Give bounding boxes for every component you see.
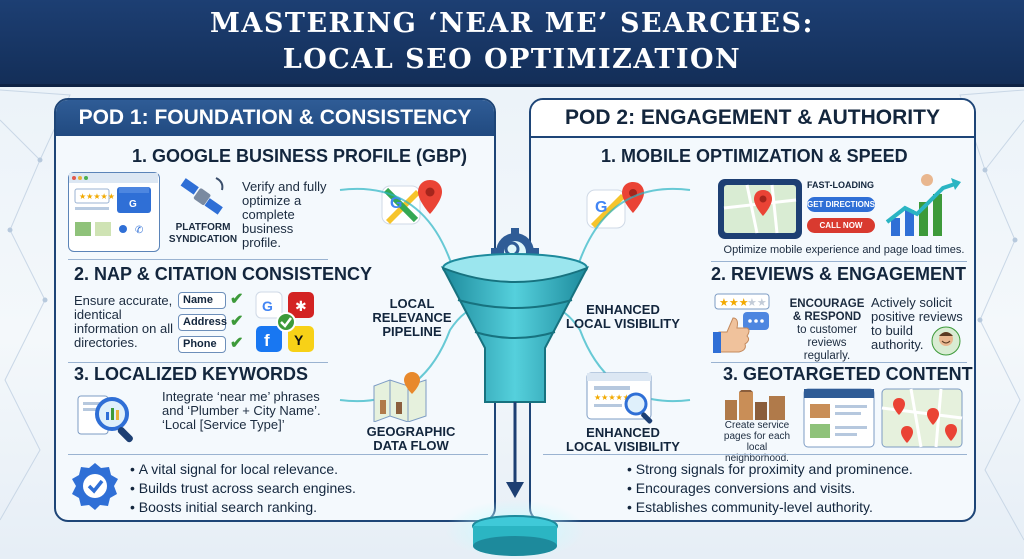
pod-1-header: POD 1: FOUNDATION & CONSISTENCY <box>56 100 494 136</box>
reviews-description: Actively solicit positive reviews to bui… <box>871 295 963 352</box>
google-maps-icon: G <box>586 182 644 229</box>
keywords-title: 3. LOCALIZED KEYWORDS <box>74 364 309 384</box>
nap-field-list: Name ✔ Address ✔ Phone ✔ <box>178 292 248 356</box>
pod-2-header: POD 2: ENGAGEMENT & AUTHORITY <box>531 100 974 138</box>
magnifier-document-icon <box>77 395 133 443</box>
get-directions-button: GET DIRECTIONS <box>807 197 875 212</box>
service-page-icon <box>803 388 875 448</box>
svg-text:✱: ✱ <box>295 298 307 314</box>
title-line-2: LOCAL SEO OPTIMIZATION <box>282 44 742 75</box>
local-relevance-pipeline-label: LOCAL RELEVANCE PIPELINE <box>372 296 452 339</box>
geotargeted-title: 3. GEOTARGETED CONTENT <box>723 364 973 384</box>
title-line-1: MASTERING ‘NEAR ME’ SEARCHES: <box>210 8 814 39</box>
svg-text:★★★: ★★★ <box>719 297 749 309</box>
svg-text:✆: ✆ <box>135 225 143 236</box>
city-buildings-icon <box>725 390 785 420</box>
divider <box>711 261 967 262</box>
browser-window-icon: ★★★★★ G ✆ <box>69 173 158 236</box>
pod-1-bullet: • A vital signal for local relevance. <box>130 461 339 477</box>
encourage-text: ENCOURAGE & RESPOND to customer reviews … <box>787 298 867 363</box>
review-stars-thumbs-icon: ★★★★★ <box>713 293 770 353</box>
address-field: Address <box>178 314 227 331</box>
check-icon: ✔ <box>230 313 244 330</box>
central-funnel-diagram <box>339 187 691 559</box>
gbp-title: 1. GOOGLE BUSINESS PROFILE (GBP) <box>132 146 468 166</box>
smiling-person-icon <box>931 326 961 356</box>
enhanced-visibility-top-label: ENHANCED LOCAL VISIBILITY <box>566 302 680 331</box>
nap-description: Ensure accurate, identical information o… <box>74 293 173 350</box>
growth-chart-icon <box>885 174 961 236</box>
svg-text:G: G <box>262 298 273 314</box>
enhanced-visibility-bottom-label: ENHANCED LOCAL VISIBILITY <box>566 425 680 454</box>
phone-field: Phone <box>178 336 226 353</box>
svg-text:Y: Y <box>294 332 304 348</box>
divider <box>543 454 967 455</box>
mobile-description: Optimize mobile experience and page load… <box>723 244 965 256</box>
fast-loading-label: FAST-LOADING <box>807 180 874 190</box>
satellite-icon <box>180 177 224 215</box>
keywords-description: Integrate ‘near me’ phrases and ‘Plumber… <box>162 389 321 432</box>
directory-logos-icon: G ✱ f Y <box>255 291 314 352</box>
encourage-rest: to customer reviews regularly. <box>796 324 858 362</box>
reviews-title: 2. REVIEWS & ENGAGEMENT <box>711 264 967 284</box>
svg-text:★★: ★★ <box>747 297 767 309</box>
svg-text:f: f <box>264 331 270 350</box>
divider <box>68 454 488 455</box>
divider <box>68 362 328 363</box>
pod-2-bullet: • Establishes community-level authority. <box>627 499 873 515</box>
encourage-label: ENCOURAGE & RESPOND <box>789 298 865 323</box>
gbp-description: Verify and fully optimize a complete bus… <box>242 179 327 250</box>
platform-syndication-label: PLATFORM SYNDICATION <box>168 222 238 245</box>
divider <box>711 362 967 363</box>
geographic-data-flow-label: GEOGRAPHIC DATA FLOW <box>366 424 456 453</box>
svg-text:★★★★★: ★★★★★ <box>79 192 115 201</box>
divider <box>68 259 328 260</box>
folded-map-icon <box>373 372 427 422</box>
name-field: Name <box>178 292 226 309</box>
mobile-actions: FAST-LOADING GET DIRECTIONS CALL NOW <box>807 180 879 240</box>
gbp-browser-illustration: ★★★★★ G ✆ <box>68 172 160 252</box>
pod-1-bullet: • Boosts initial search ranking. <box>130 499 317 515</box>
svg-text:G: G <box>595 199 607 216</box>
svg-text:G: G <box>129 199 137 210</box>
geotargeted-description: Create service pages for each local neig… <box>723 420 791 464</box>
svg-text:★★★★★: ★★★★★ <box>594 393 630 402</box>
check-icon: ✔ <box>230 291 244 308</box>
pod-2-bullet: • Encourages conversions and visits. <box>627 480 856 496</box>
svg-text:G: G <box>390 195 402 212</box>
geo-map-pins-icon <box>881 388 963 448</box>
title-banner: MASTERING ‘NEAR ME’ SEARCHES: LOCAL SEO … <box>0 0 1024 87</box>
nap-title: 2. NAP & CITATION CONSISTENCY <box>74 264 373 284</box>
verified-badge-icon <box>72 463 118 510</box>
browser-search-icon: ★★★★★ <box>586 372 653 424</box>
pod-2-bullet: • Strong signals for proximity and promi… <box>627 461 913 477</box>
mobile-title: 1. MOBILE OPTIMIZATION & SPEED <box>601 146 908 166</box>
check-icon: ✔ <box>230 335 244 352</box>
call-now-button: CALL NOW <box>807 218 875 233</box>
pod-1-panel: POD 1: FOUNDATION & CONSISTENCY 1. GOOGL… <box>54 98 496 522</box>
mobile-map-icon <box>718 179 802 239</box>
pod-1-bullet: • Builds trust across search engines. <box>130 480 356 496</box>
